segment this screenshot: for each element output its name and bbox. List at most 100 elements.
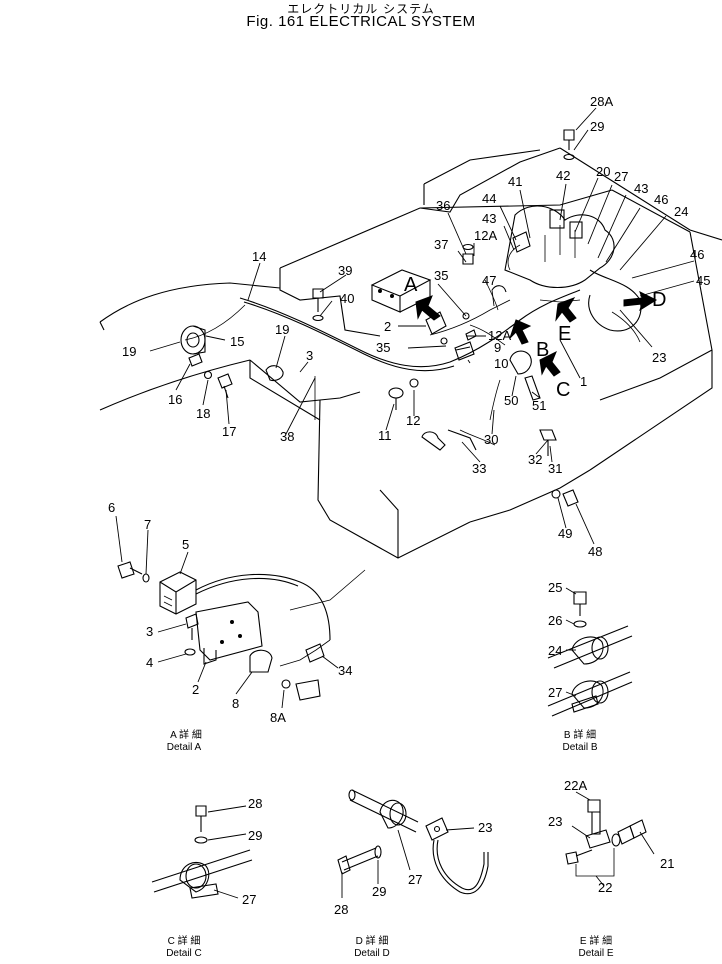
label-30: 30 <box>484 432 498 447</box>
label-12A: 12A <box>474 228 497 243</box>
label-47: 47 <box>482 273 496 288</box>
detail-b-label-27: 27 <box>548 685 562 700</box>
detail-a-label-6: 6 <box>108 500 115 515</box>
detail-e-caption: Detail E <box>578 948 613 959</box>
detail-c-label-27: 27 <box>242 892 256 907</box>
label-27: 27 <box>614 169 628 184</box>
detail-b-label-25: 25 <box>548 580 562 595</box>
detail-marker-D: D <box>652 289 666 311</box>
label-33: 33 <box>472 461 486 476</box>
detail-a-label-8A: 8A <box>270 710 286 725</box>
detail-d-labels: 23 27 28 29 D 詳 細 Detail D <box>334 820 492 959</box>
detail-arrows <box>415 291 658 377</box>
detail-marker-E: E <box>558 323 571 345</box>
machine-body-outline <box>99 147 722 559</box>
label-51: 51 <box>532 398 546 413</box>
label-46b: 46 <box>690 247 704 262</box>
detail-b-caption: Detail B <box>562 742 597 753</box>
main-view-labels: 28A 29 20 27 43 46 24 42 41 44 43 36 12A… <box>122 94 710 559</box>
label-41: 41 <box>508 174 522 189</box>
engine-component-cluster <box>504 205 642 332</box>
label-32: 32 <box>528 452 542 467</box>
figure-title: Fig. 161 ELECTRICAL SYSTEM <box>246 13 476 30</box>
detail-e-leaders <box>571 791 655 887</box>
label-10: 10 <box>494 356 508 371</box>
detail-d-caption: Detail D <box>354 948 390 959</box>
label-19: 19 <box>275 322 289 337</box>
detail-a-leaders <box>115 515 339 709</box>
label-18: 18 <box>196 406 210 421</box>
detail-b-label-26: 26 <box>548 613 562 628</box>
leader-lines-main <box>149 107 695 545</box>
label-46: 46 <box>654 192 668 207</box>
label-36: 36 <box>436 198 450 213</box>
label-2: 2 <box>384 319 391 334</box>
detail-b-leaders <box>565 587 577 697</box>
label-1: 1 <box>580 374 587 389</box>
detail-c-caption: Detail C <box>166 948 202 959</box>
detail-a-label-3: 3 <box>146 624 153 639</box>
label-23: 23 <box>652 350 666 365</box>
detail-a-label-4: 4 <box>146 655 153 670</box>
title-japanese: エレクトリカル システム <box>287 2 435 16</box>
label-35: 35 <box>434 268 448 283</box>
detail-b-labels: 25 26 24 27 B 詳 細 Detail B <box>548 580 598 753</box>
detail-e-label-21: 21 <box>660 856 674 871</box>
detail-marker-A: A <box>404 274 418 296</box>
label-12A-b: 12A <box>488 328 511 343</box>
label-29: 29 <box>590 119 604 134</box>
detail-e-labels: 22A 23 21 22 E 詳 細 Detail E <box>548 778 674 959</box>
detail-c-leaders <box>207 805 247 899</box>
detail-a-label-7: 7 <box>144 517 151 532</box>
label-43: 43 <box>634 181 648 196</box>
label-38: 38 <box>280 429 294 444</box>
detail-d-label-28: 28 <box>334 902 348 917</box>
detail-a-label-2: 2 <box>192 682 199 697</box>
label-24: 24 <box>674 204 688 219</box>
detail-c-caption-jp: C 詳 細 <box>168 934 201 947</box>
detail-e-drawing <box>565 799 647 877</box>
wire-harness <box>184 279 581 446</box>
main-view-small-parts <box>180 129 641 507</box>
detail-d-leaders <box>341 827 475 898</box>
label-37: 37 <box>434 237 448 252</box>
detail-d-drawing <box>337 789 489 895</box>
detail-marker-B: B <box>536 339 549 361</box>
detail-marker-C: C <box>556 379 570 401</box>
detail-c-label-29: 29 <box>248 828 262 843</box>
detail-d-label-27: 27 <box>408 872 422 887</box>
detail-e-label-22A: 22A <box>564 778 587 793</box>
detail-e-label-22: 22 <box>598 880 612 895</box>
label-50: 50 <box>504 393 518 408</box>
label-43b: 43 <box>482 211 496 226</box>
detail-d-label-29: 29 <box>372 884 386 899</box>
detail-a-label-5: 5 <box>182 537 189 552</box>
detail-a-label-8: 8 <box>232 696 239 711</box>
label-3: 3 <box>306 348 313 363</box>
label-20: 20 <box>596 164 610 179</box>
detail-a-label-34: 34 <box>338 663 352 678</box>
detail-e-caption-jp: E 詳 細 <box>580 934 612 947</box>
label-14: 14 <box>252 249 266 264</box>
label-35b: 35 <box>376 340 390 355</box>
label-15: 15 <box>230 334 244 349</box>
detail-c-drawing <box>151 805 253 899</box>
label-48: 48 <box>588 544 602 559</box>
detail-e-label-23: 23 <box>548 814 562 829</box>
detail-c-labels: 28 29 27 C 詳 細 Detail C <box>166 796 262 959</box>
label-45: 45 <box>696 273 710 288</box>
detail-b-drawing <box>547 591 633 717</box>
label-11: 11 <box>378 428 392 443</box>
label-9: 9 <box>494 340 501 355</box>
detail-d-caption-jp: D 詳 細 <box>356 934 389 947</box>
detail-c-label-28: 28 <box>248 796 262 811</box>
label-49: 49 <box>558 526 572 541</box>
detail-d-label-23: 23 <box>478 820 492 835</box>
detail-a-caption-jp: A 詳 細 <box>170 728 202 741</box>
detail-a-drawing <box>117 561 366 701</box>
label-28A: 28A <box>590 94 613 109</box>
label-12: 12 <box>406 413 420 428</box>
detail-a-labels: 6 7 5 3 4 2 8 8A 34 A 詳 細 Detail A <box>108 500 352 753</box>
